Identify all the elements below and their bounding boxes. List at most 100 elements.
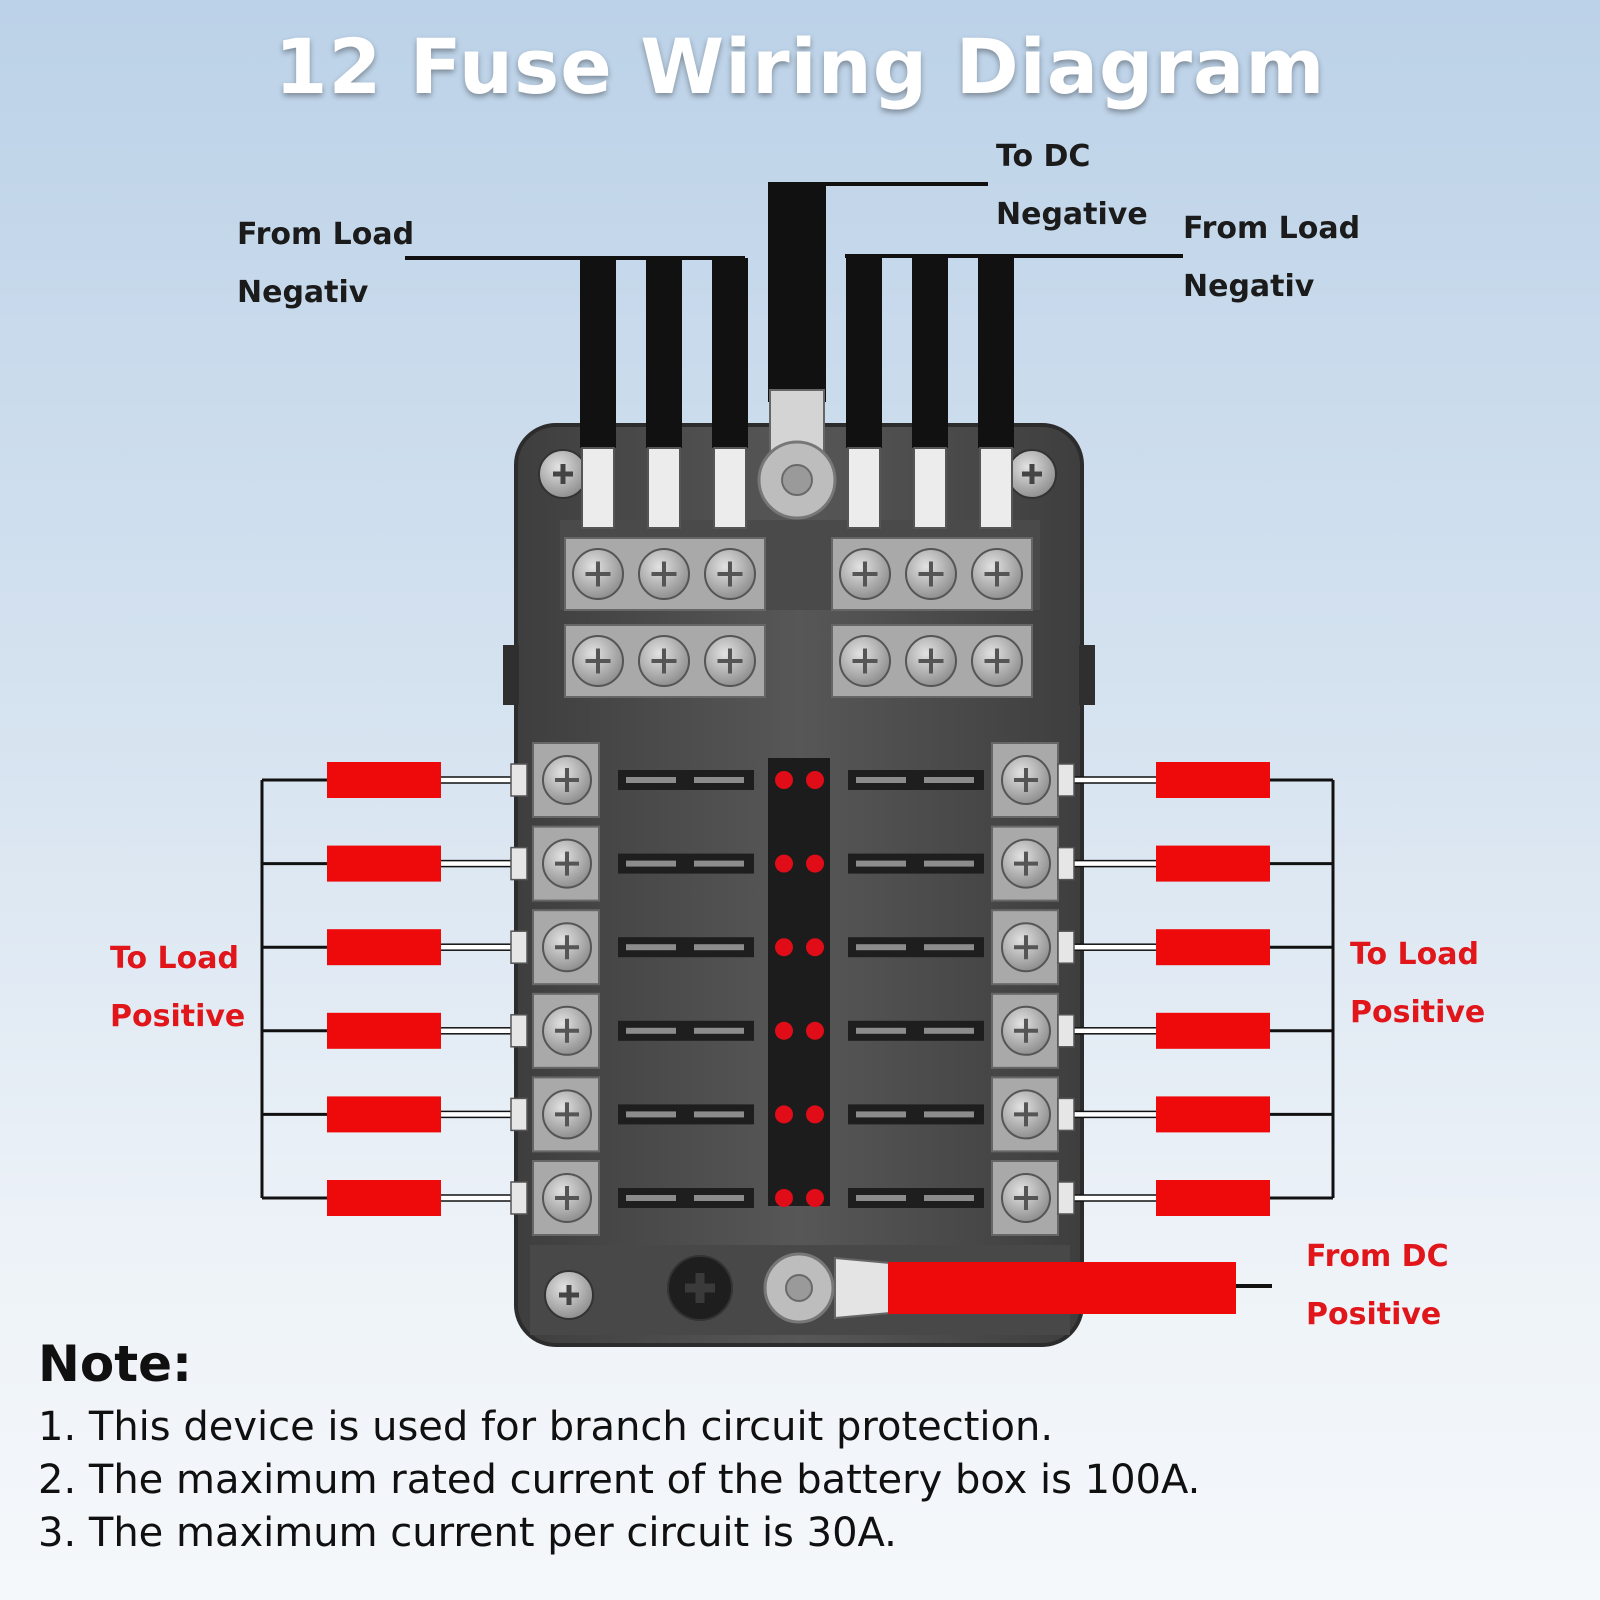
screw-icon: [542, 1173, 592, 1223]
screw-icon: [542, 1005, 592, 1056]
fuse-slot-contact: [924, 1027, 974, 1034]
negative-bus-screws: [572, 548, 1023, 687]
positive-wire-left: [327, 845, 528, 882]
wire-sleeve: [1156, 1180, 1270, 1216]
fuse-slot-contact: [694, 1111, 744, 1118]
fuse-slot: [848, 853, 984, 874]
wire-lead: [1067, 776, 1159, 784]
label-line: To Load: [1350, 937, 1479, 972]
ring-terminal: [979, 447, 1013, 529]
wire-lead: [1067, 1027, 1159, 1035]
label-to-load-positive-right: To Load Positive: [1350, 926, 1485, 1042]
ring-terminal: [510, 930, 528, 964]
fuse-row: [532, 742, 1059, 818]
positive-wire-right: [1057, 845, 1270, 882]
label-line: Negative: [996, 197, 1148, 232]
fuse-slot: [848, 1020, 984, 1041]
fuse-slot-contact: [626, 860, 676, 867]
wire-sleeve: [327, 1180, 441, 1216]
positive-load-wires: [260, 762, 1335, 1216]
indicator-led: [775, 854, 793, 873]
fuse-rows: [532, 742, 1059, 1236]
ring-terminal: [847, 447, 881, 529]
fuse-slot: [618, 853, 754, 874]
diagram-title: 12 Fuse Wiring Diagram: [274, 22, 1326, 111]
ring-terminal: [713, 447, 747, 529]
fuse-row: [532, 909, 1059, 986]
wire-sleeve: [327, 1096, 441, 1133]
negative-wire-terminals: [581, 447, 1013, 529]
label-line: Positive: [110, 999, 246, 1034]
negative-wire: [580, 258, 616, 448]
ring-terminal: [510, 1097, 528, 1132]
ring-terminal: [581, 447, 615, 529]
positive-wire-right: [1057, 929, 1270, 966]
note-item: 2. The maximum rated current of the batt…: [38, 1457, 1201, 1503]
indicator-led: [775, 1021, 793, 1040]
fuse-slot: [848, 1104, 984, 1125]
negative-wire: [846, 258, 882, 448]
ring-terminal: [647, 447, 681, 529]
positive-wire-left: [327, 929, 528, 966]
label-line: From Load: [237, 217, 415, 252]
screw-icon: [905, 548, 957, 600]
label-line: Negativ: [1183, 269, 1315, 304]
ring-terminal: [1057, 1097, 1075, 1132]
wire-sleeve: [327, 762, 441, 798]
ring-terminal: [510, 846, 528, 881]
fuse-slot-contact: [856, 777, 906, 783]
screw-icon: [542, 755, 592, 805]
label-line: From Load: [1183, 211, 1361, 246]
wire-lead: [1067, 859, 1159, 868]
indicator-led: [806, 854, 824, 873]
fuse-row: [532, 992, 1059, 1069]
label-to-load-positive-left: To Load Positive: [110, 930, 245, 1046]
wire-sleeve: [327, 1012, 441, 1049]
screw-icon: [1001, 838, 1051, 889]
indicator-led: [775, 1189, 793, 1207]
dc-negative-wire: [768, 182, 826, 402]
positive-wire-right: [1057, 762, 1270, 798]
fuse-slot-contact: [924, 1111, 974, 1118]
fuse-slot-contact: [694, 777, 744, 783]
indicator-led: [806, 1021, 824, 1040]
ring-terminal: [1057, 930, 1075, 964]
fuse-slot: [618, 937, 754, 958]
dc-positive-wire: [888, 1262, 1236, 1314]
label-line: Positive: [1306, 1297, 1442, 1332]
fuse-row: [532, 825, 1059, 902]
screw-icon: [638, 635, 690, 687]
ring-terminal: [510, 763, 528, 797]
fuse-slot-contact: [856, 1111, 906, 1118]
fuse-slot: [848, 937, 984, 958]
fuse-slot-contact: [626, 1111, 676, 1118]
screw-icon: [542, 922, 592, 973]
screw-icon: [572, 635, 624, 687]
fuse-slot-contact: [694, 944, 744, 951]
wire-sleeve: [1156, 762, 1270, 798]
positive-wire-right: [1057, 1096, 1270, 1133]
dc-positive-input: [763, 1252, 1272, 1324]
screw-icon: [1001, 755, 1051, 805]
indicator-led: [775, 771, 793, 789]
fuse-slot-contact: [626, 1027, 676, 1034]
screw-icon: [839, 548, 891, 600]
ring-terminal: [834, 1256, 891, 1320]
positive-wire-left: [327, 762, 528, 798]
screw-icon: [1001, 922, 1051, 973]
fuse-slot-contact: [694, 860, 744, 867]
negative-wire: [912, 258, 948, 448]
fuse-slot-contact: [694, 1027, 744, 1034]
wire-sleeve: [327, 929, 441, 966]
negative-wire: [978, 258, 1014, 448]
ring-terminal: [913, 447, 947, 529]
side-tab-left: [503, 645, 519, 705]
screw-icon: [572, 548, 624, 600]
label-from-dc-positive: From DC Positive: [1306, 1228, 1449, 1344]
label-line: To Load: [110, 941, 239, 976]
screw-icon: [542, 1089, 592, 1140]
indicator-led: [775, 1105, 793, 1124]
side-tab-right: [1079, 645, 1095, 705]
wire-sleeve: [1156, 1096, 1270, 1133]
